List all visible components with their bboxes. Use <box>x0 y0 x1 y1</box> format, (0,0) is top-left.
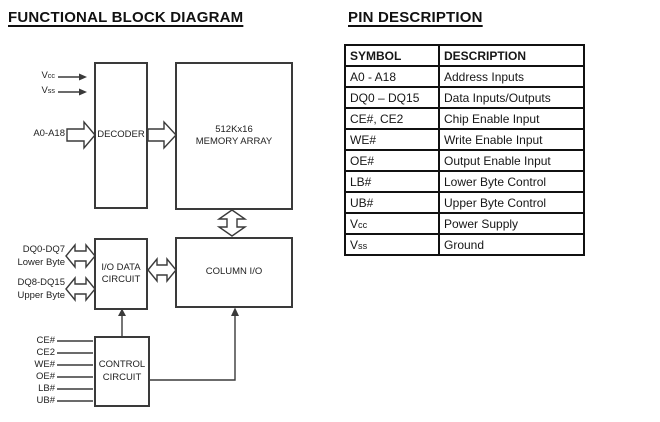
ce2-label: CE2 <box>36 347 55 358</box>
memory-array-block: 512Kx16 MEMORY ARRAY <box>175 62 293 210</box>
pin-description: Output Enable Input <box>438 149 585 172</box>
pin-symbol: Vcc <box>344 212 440 235</box>
we-hash-label: WE# <box>34 359 55 370</box>
table-row: OE# Output Enable Input <box>344 149 585 172</box>
memory-to-columnio-arrow-icon <box>216 209 248 237</box>
control-to-columnio-line <box>150 315 236 381</box>
address-bus-label: A0-A18 <box>33 128 65 139</box>
decoder-to-memory-arrow-icon <box>147 120 177 150</box>
vss-label: Vss <box>18 85 55 98</box>
functional-block-diagram-heading: FUNCTIONAL BLOCK DIAGRAM <box>8 9 244 26</box>
ce-hash-label: CE# <box>36 335 55 346</box>
dq-lower-bus-arrow-icon <box>65 243 96 269</box>
vcc-label: Vcc <box>18 70 55 83</box>
symbol-text: WE# <box>350 132 377 147</box>
symbol-text: CE#, CE2 <box>350 111 404 126</box>
oe-hash-label: OE# <box>35 371 55 382</box>
pin-description: Power Supply <box>438 212 585 235</box>
control-circuit-block: CONTROL CIRCUIT <box>94 336 150 407</box>
control-to-columnio-arrowhead-icon <box>231 307 239 316</box>
table-row: LB# Lower Byte Control <box>344 170 585 193</box>
dq-upper-byte-label: DQ8-DQ15 Upper Byte <box>17 277 65 301</box>
pin-table-header-row: SYMBOL DESCRIPTION <box>344 44 585 67</box>
symbol-text: DQ0 – DQ15 <box>350 90 420 105</box>
pin-description: Ground <box>438 233 585 256</box>
pin-description: Lower Byte Control <box>438 170 585 193</box>
pin-table: SYMBOL DESCRIPTION A0 - A18 Address Inpu… <box>344 44 585 256</box>
iodata-to-columnio-arrow-icon <box>147 257 177 283</box>
table-row: Vss Ground <box>344 233 585 256</box>
symbol-text: OE# <box>350 153 375 168</box>
pin-description-heading: PIN DESCRIPTION <box>348 9 483 26</box>
pin-description: Address Inputs <box>438 65 585 88</box>
table-row: WE# Write Enable Input <box>344 128 585 151</box>
dq-upper-bus-arrow-icon <box>65 276 96 302</box>
symbol-text: A0 - A18 <box>350 69 397 84</box>
address-bus-arrow-icon <box>66 120 96 150</box>
pin-description: Data Inputs/Outputs <box>438 86 585 109</box>
pin-symbol: A0 - A18 <box>344 65 440 88</box>
pin-description: Chip Enable Input <box>438 107 585 130</box>
ub-hash-label: UB# <box>36 395 55 406</box>
symbol-text: V <box>350 237 359 252</box>
symbol-text: V <box>350 216 359 231</box>
vss-label-sub: ss <box>47 86 55 95</box>
lb-hash-label: LB# <box>38 383 55 394</box>
control-to-iodata-arrowhead-icon <box>118 308 126 316</box>
table-row: UB# Upper Byte Control <box>344 191 585 214</box>
dq-lower-byte-label: DQ0-DQ7 Lower Byte <box>17 244 65 268</box>
symbol-text: LB# <box>350 174 372 189</box>
io-data-circuit-block: I/O DATA CIRCUIT <box>94 238 148 310</box>
pin-description: Write Enable Input <box>438 128 585 151</box>
table-row: Vcc Power Supply <box>344 212 585 235</box>
vss-arrowhead-icon <box>79 88 87 96</box>
vcc-label-base: V <box>41 70 48 81</box>
symbol-subscript: ss <box>358 240 368 251</box>
pin-symbol: Vss <box>344 233 440 256</box>
symbol-subscript: cc <box>358 219 368 230</box>
pin-description: Upper Byte Control <box>438 191 585 214</box>
column-io-block: COLUMN I/O <box>175 237 293 308</box>
decoder-block: DECODER <box>94 62 148 209</box>
vcc-arrowhead-icon <box>79 73 87 81</box>
pin-symbol: OE# <box>344 149 440 172</box>
symbol-column-header: SYMBOL <box>344 44 440 67</box>
symbol-text: UB# <box>350 195 374 210</box>
pin-symbol: LB# <box>344 170 440 193</box>
pin-symbol: WE# <box>344 128 440 151</box>
pin-symbol: CE#, CE2 <box>344 107 440 130</box>
pin-symbol: UB# <box>344 191 440 214</box>
table-row: CE#, CE2 Chip Enable Input <box>344 107 585 130</box>
vss-label-base: V <box>41 85 48 96</box>
table-row: A0 - A18 Address Inputs <box>344 65 585 88</box>
pin-symbol: DQ0 – DQ15 <box>344 86 440 109</box>
description-column-header: DESCRIPTION <box>438 44 585 67</box>
table-row: DQ0 – DQ15 Data Inputs/Outputs <box>344 86 585 109</box>
vcc-label-sub: cc <box>47 71 55 80</box>
